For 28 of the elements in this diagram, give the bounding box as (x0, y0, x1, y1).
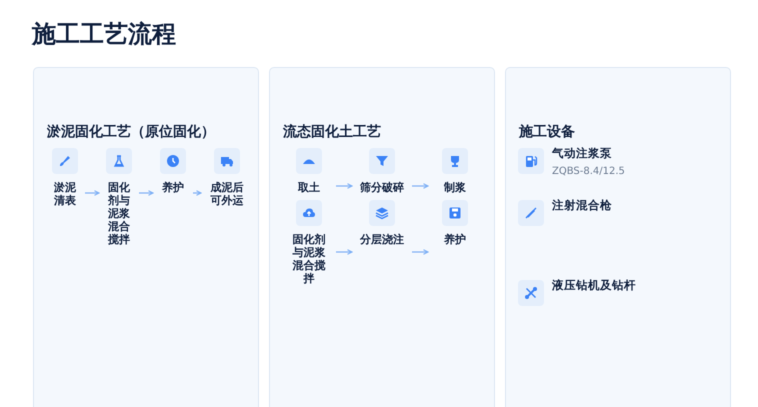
step-label: 养护 (442, 233, 467, 246)
card-heading: 流态固化土工艺 (283, 123, 381, 141)
arrow (336, 183, 353, 189)
step-label: 固化剂与泥浆混合搅拌 (292, 233, 326, 285)
equipment-name: 液压钻机及钻杆 (552, 279, 636, 292)
section-card (269, 67, 495, 407)
equipment-name: 气动注浆泵 (552, 147, 612, 160)
equipment-name: 注射混合枪 (552, 199, 612, 212)
arrow (85, 190, 100, 196)
model-number: ZQBS-8.4/12.5 (552, 166, 625, 177)
arrow (139, 190, 154, 196)
card-heading: 施工设备 (519, 123, 575, 141)
section-card (505, 67, 731, 407)
card-heading: 淤泥固化工艺（原位固化） (47, 123, 215, 141)
step-label: 制浆 (442, 181, 467, 194)
arrow (412, 183, 429, 189)
step-label: 养护 (160, 181, 185, 194)
step-label: 淤泥清表 (53, 181, 77, 207)
step-label: 固化剂与泥浆混合搅拌 (106, 181, 131, 246)
arrow (412, 249, 429, 255)
page-title: 施工工艺流程 (32, 19, 176, 50)
step-label: 成泥后可外运 (210, 181, 244, 207)
arrow (193, 190, 202, 196)
step-label: 分层浇注 (359, 233, 405, 246)
step-label: 筛分破碎 (359, 181, 405, 194)
arrow (336, 249, 353, 255)
step-label: 取土 (296, 181, 321, 194)
section-card (33, 67, 259, 407)
